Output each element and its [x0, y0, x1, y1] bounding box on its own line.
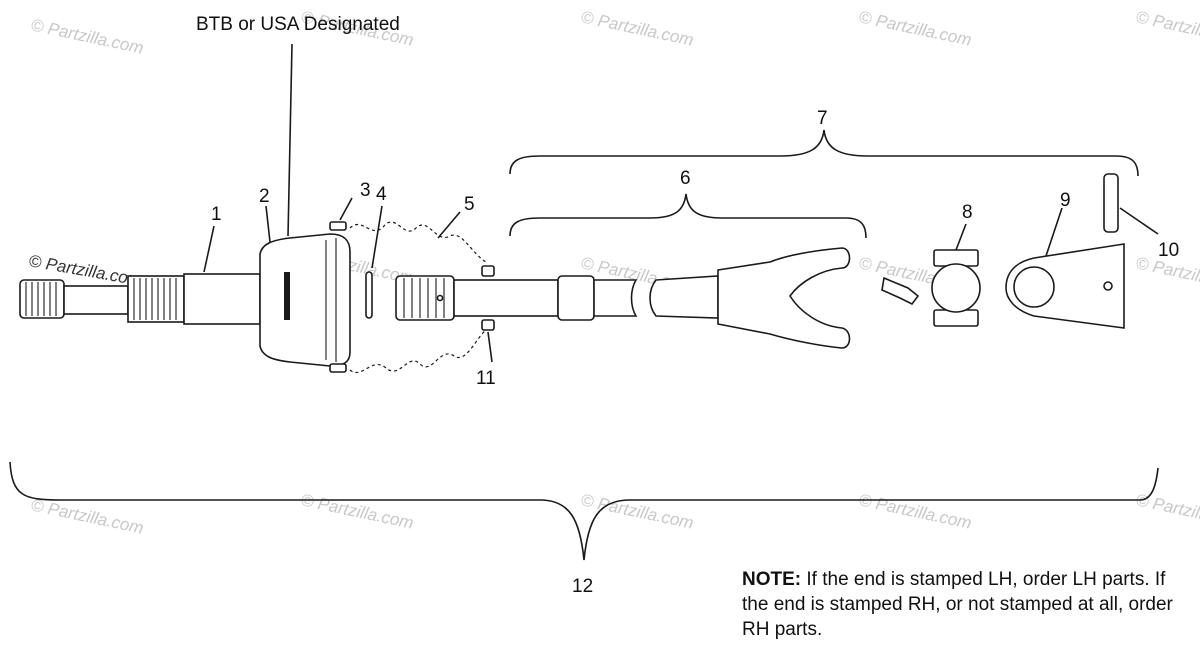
header-label: BTB or USA Designated — [196, 14, 400, 35]
note-text: If the end is stamped LH, order LH parts… — [742, 569, 1173, 640]
part-6-shaft-yoke[interactable] — [395, 247, 851, 349]
part-10-roll-pin[interactable] — [1103, 173, 1119, 233]
watermark: © Partzilla.com — [857, 7, 973, 49]
leader-8 — [955, 223, 967, 251]
callout-8: 8 — [962, 202, 973, 223]
leader-9 — [1045, 207, 1063, 257]
part-5-cv-boot[interactable] — [349, 221, 487, 373]
callout-3: 3 — [360, 180, 371, 201]
part-4-snap-ring[interactable] — [365, 271, 373, 319]
header-leader-line — [287, 43, 293, 237]
callout-2: 2 — [259, 186, 270, 207]
callout-6: 6 — [680, 168, 691, 189]
part-1-stub-shaft[interactable] — [19, 273, 261, 325]
leader-10 — [1119, 207, 1159, 235]
watermark: © Partzilla.com — [1134, 7, 1200, 49]
leader-5 — [437, 211, 461, 239]
part-11-shaft-clamps[interactable] — [481, 265, 495, 331]
part-2-cv-housing[interactable] — [259, 233, 351, 367]
watermark: © Partzilla.com — [29, 495, 145, 537]
callout-12: 12 — [572, 576, 593, 597]
note-label: NOTE: — [742, 569, 802, 590]
callout-11: 11 — [476, 368, 496, 389]
watermark: © Partzilla.com — [857, 490, 973, 532]
leader-11 — [487, 331, 493, 363]
callout-5: 5 — [464, 194, 475, 215]
part-9-yoke-end[interactable] — [1005, 243, 1125, 329]
leader-4 — [371, 205, 383, 269]
part-3-boot-clamps[interactable] — [329, 221, 347, 373]
callout-1: 1 — [211, 204, 222, 225]
watermark: © Partzilla.com — [579, 7, 695, 49]
ordering-note: NOTE: If the end is stamped LH, order LH… — [742, 567, 1182, 642]
watermark: © Partzilla.com — [299, 490, 415, 532]
callout-7: 7 — [817, 108, 828, 129]
part-8-cross-bearing[interactable] — [881, 249, 981, 327]
callout-10: 10 — [1158, 240, 1179, 261]
bracket-12 — [9, 461, 1159, 561]
callout-9: 9 — [1060, 190, 1071, 211]
callout-4: 4 — [376, 184, 387, 205]
leader-1 — [203, 225, 215, 273]
bracket-6 — [509, 193, 867, 239]
bracket-7 — [509, 129, 1139, 177]
leader-3 — [339, 197, 353, 221]
leader-2 — [265, 205, 271, 243]
watermark: © Partzilla.com — [1134, 490, 1200, 532]
watermark: © Partzilla.com — [579, 490, 695, 532]
watermark: © Partzilla.com — [29, 15, 145, 57]
